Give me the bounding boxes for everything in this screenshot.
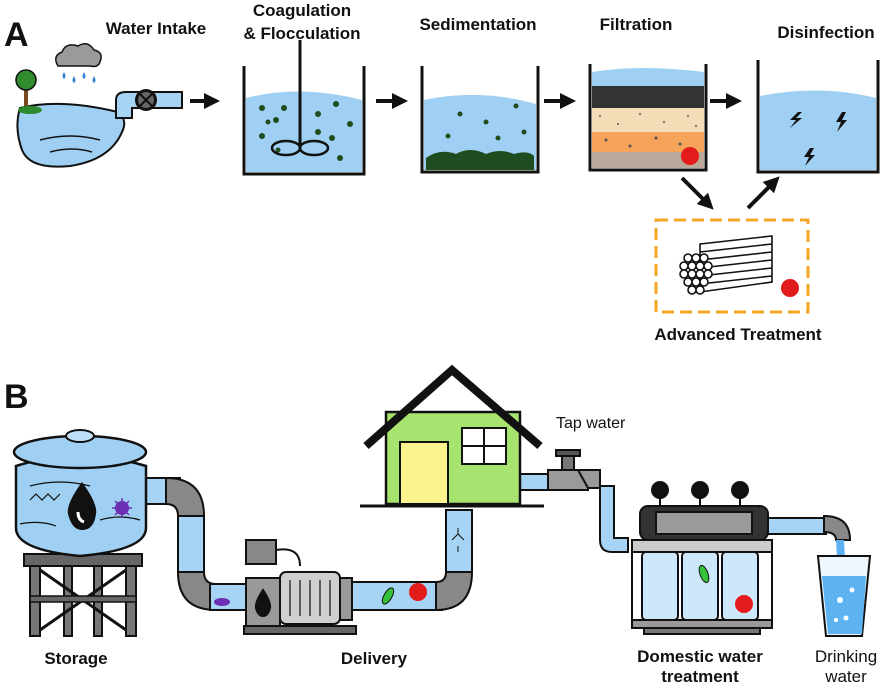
- label-water-intake: Water Intake: [106, 19, 206, 38]
- arrow-filt-to-advanced: [680, 176, 714, 210]
- advanced-treatment-box: [654, 218, 810, 314]
- valve-icon: [135, 89, 157, 111]
- panel-b-letter: B: [4, 378, 29, 416]
- bacteria-icon: [381, 587, 395, 605]
- membrane-module-icon: [679, 235, 773, 295]
- bacteria-icon: [698, 564, 710, 584]
- label-storage: Storage: [44, 649, 107, 668]
- contaminant-dot: [781, 279, 799, 297]
- label-treatment: treatment: [661, 667, 739, 686]
- lightning-icon: [836, 112, 847, 132]
- lightning-icon: [790, 112, 802, 128]
- arrow-advanced-to-dis: [746, 176, 780, 210]
- house-icon: [360, 364, 544, 508]
- label-advanced-treatment: Advanced Treatment: [654, 325, 822, 344]
- label-filtration: Filtration: [600, 15, 673, 34]
- label-delivery: Delivery: [341, 649, 408, 668]
- label-flocculation: & Flocculation: [243, 24, 360, 43]
- label-coagulation: Coagulation: [253, 1, 351, 20]
- label-sedimentation: Sedimentation: [419, 15, 536, 34]
- filtration-tank: [588, 64, 708, 172]
- virus-icon: [112, 498, 132, 518]
- contaminant-dot: [681, 147, 699, 165]
- pump-icon: [243, 539, 357, 635]
- label-disinfection: Disinfection: [777, 23, 874, 42]
- sedimentation-tank: [420, 66, 540, 174]
- water-drop-icon: [67, 482, 97, 530]
- pfas-molecule-icon: [29, 493, 61, 501]
- glass-icon: [816, 540, 872, 637]
- water-intake-illustration: [15, 43, 183, 168]
- label-water: water: [824, 667, 867, 686]
- pfas-molecule-icon: [451, 528, 465, 552]
- disinfection-tank: [756, 60, 880, 174]
- domestic-filter-unit: [631, 481, 773, 635]
- panel-a-letter: A: [4, 16, 29, 54]
- label-tap-water: Tap water: [556, 415, 626, 432]
- stirrer-icon: [270, 40, 330, 157]
- label-domestic-water: Domestic water: [637, 647, 763, 666]
- contaminant-dot: [735, 595, 753, 613]
- lightning-icon: [804, 148, 815, 166]
- storage-tank: [12, 429, 148, 637]
- label-drinking: Drinking: [815, 647, 877, 666]
- faucet-icon: [547, 449, 601, 491]
- contaminant-dot: [409, 583, 427, 601]
- tree-icon: [15, 69, 42, 114]
- particle-icon: [214, 598, 230, 606]
- coagulation-tank: [242, 40, 366, 176]
- rain-cloud-icon: [55, 43, 102, 83]
